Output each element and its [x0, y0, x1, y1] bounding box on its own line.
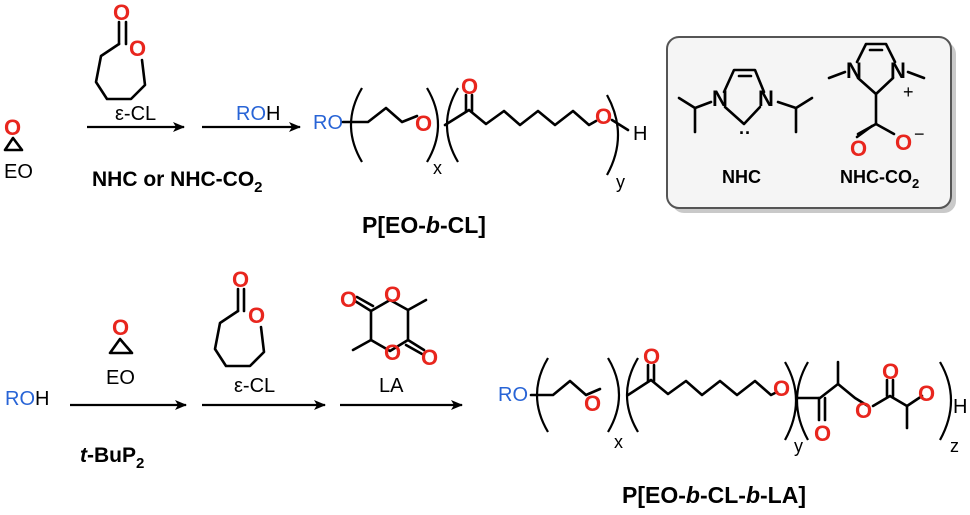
catalyst-sub: 2: [254, 179, 262, 196]
pla-terminal-oxygen: O: [918, 381, 935, 406]
y-subscript-2: y: [794, 436, 803, 456]
product-2-name-post: -LA]: [760, 482, 806, 508]
pcl2-carbonyl-oxygen: O: [643, 344, 660, 369]
x-subscript-2: x: [614, 432, 623, 452]
x-subscript: x: [433, 158, 442, 178]
la-carbonyl-oxygen-2: O: [421, 345, 438, 370]
nhc-co2-label-text: NHC-CO: [840, 167, 912, 187]
product-2-name-pre: P[EO-: [622, 482, 686, 508]
nhc-n2: N: [758, 86, 774, 111]
product-1-name-pre: P[EO-: [362, 212, 426, 238]
nhc-co2-structure: N N + O O −: [827, 42, 926, 161]
roh-2-ro: RO: [5, 388, 35, 410]
product-ro: RO: [313, 112, 343, 134]
la-ring-oxygen-1: O: [384, 282, 401, 307]
peo-oxygen: O: [415, 111, 432, 136]
base-label: t-BuP2: [80, 444, 144, 472]
carboxylate-oxygen-2: O: [895, 130, 912, 155]
product-2-name-mid: -CL-: [700, 482, 746, 508]
catalyst-label: NHC or NHC-CO2: [92, 168, 263, 196]
product-h: H: [633, 123, 647, 145]
pla-ester-oxygen: O: [855, 398, 872, 423]
roh-label: ROH: [236, 103, 280, 125]
cl-label-2: ε-CL: [234, 375, 275, 397]
z-subscript: z: [950, 436, 959, 456]
roh-label-2: ROH: [5, 388, 49, 410]
open-paren-x: [349, 87, 363, 163]
base-rest: -BuP: [87, 444, 136, 467]
la-carbonyl-oxygen-1: O: [340, 287, 357, 312]
open-paren-z: [795, 361, 809, 441]
cl-label: ε-CL: [115, 103, 156, 125]
product-2-h: H: [953, 396, 967, 418]
scheme-2: ROH O EO O O ε-CL O O O O: [5, 267, 967, 508]
nhc-co2-label: NHC-CO2: [840, 167, 919, 191]
product-2-name-b1: b: [686, 482, 700, 508]
epoxide-structure-2: O: [108, 315, 134, 355]
eo-label: EO: [4, 161, 33, 183]
nhcco2-minus: −: [914, 124, 925, 144]
catalyst-inset: N N ·· NHC N N + O O: [666, 36, 956, 213]
pcl2-ester-oxygen: O: [773, 376, 790, 401]
scheme-1: O EO O O ε-CL ROH NHC or NHC-CO2 RO O: [3, 0, 647, 238]
product-2-name-b2: b: [746, 482, 760, 508]
nhc-label: NHC: [722, 167, 761, 187]
product-2-ro: RO: [498, 384, 528, 406]
catalyst-text: NHC or NHC-CO: [92, 168, 254, 191]
carboxylate-oxygen-1: O: [850, 136, 867, 161]
ring-oxygen: O: [129, 36, 146, 61]
close-paren-z: [939, 361, 953, 441]
roh-2-h: H: [35, 388, 49, 410]
nhcco2-plus: +: [903, 82, 914, 102]
product-1-name-b: b: [426, 212, 440, 238]
cl2-carbonyl-oxygen: O: [232, 267, 249, 292]
pcl-carbonyl-oxygen: O: [461, 74, 478, 99]
caprolactone-structure-2: O O: [213, 267, 266, 368]
inset-box: [666, 36, 952, 209]
carbene-lone-pair: ··: [739, 123, 751, 143]
close-paren-x-2: [607, 357, 621, 433]
open-paren-y: [445, 87, 459, 163]
pla-carbonyl-oxygen-1: O: [814, 421, 831, 446]
base-t: t: [80, 444, 88, 467]
carbonyl-oxygen: O: [113, 0, 130, 25]
y-subscript: y: [616, 172, 625, 192]
roh-ro: RO: [236, 103, 266, 125]
nhcco2-n2: N: [890, 58, 906, 83]
product-1-name-post: -CL]: [440, 212, 486, 238]
base-sub: 2: [136, 455, 144, 472]
roh-h: H: [266, 103, 280, 125]
eo-label-2: EO: [106, 367, 135, 389]
caprolactone-structure: O O: [94, 0, 147, 101]
product-1-name: P[EO-b-CL]: [362, 212, 486, 238]
cl2-ring-oxygen: O: [248, 303, 265, 328]
peo2-oxygen: O: [584, 391, 601, 416]
la-ring-oxygen-2: O: [384, 340, 401, 365]
lactide-structure: O O O O: [340, 282, 438, 370]
nhc-structure: N N ··: [677, 68, 814, 143]
close-paren-y: [606, 94, 620, 176]
product-2-name: P[EO-b-CL-b-LA]: [622, 482, 806, 508]
nhc-co2-label-sub: 2: [912, 176, 919, 191]
close-paren-x: [426, 87, 440, 163]
close-paren-y-2: [784, 361, 798, 441]
pla-carbonyl-oxygen-2: O: [882, 359, 899, 384]
epoxide-oxygen: O: [4, 115, 21, 140]
epoxide-2-oxygen: O: [112, 315, 129, 340]
la-label: LA: [379, 375, 404, 397]
epoxide-structure: O: [3, 115, 24, 152]
pcl-ester-oxygen: O: [595, 104, 612, 129]
